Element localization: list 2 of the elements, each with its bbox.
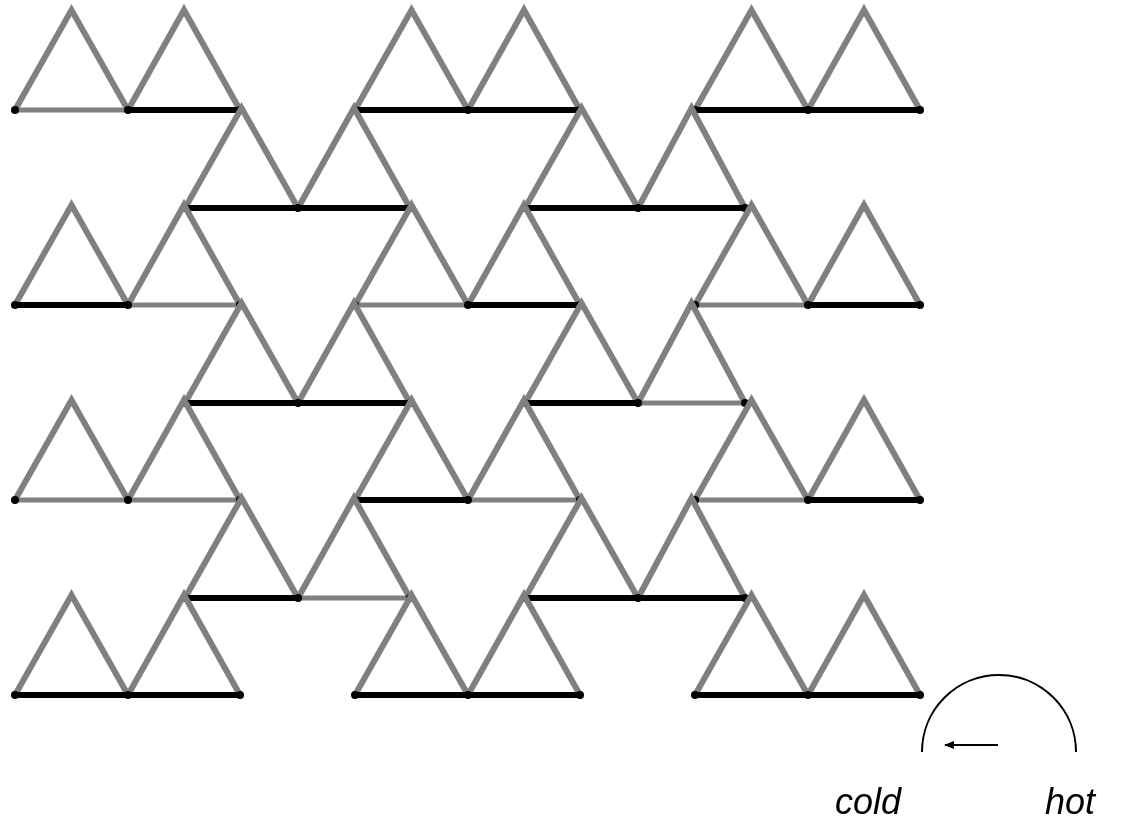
temperature-label: hot: [1045, 782, 1096, 822]
temperature-label: cold: [835, 782, 902, 822]
